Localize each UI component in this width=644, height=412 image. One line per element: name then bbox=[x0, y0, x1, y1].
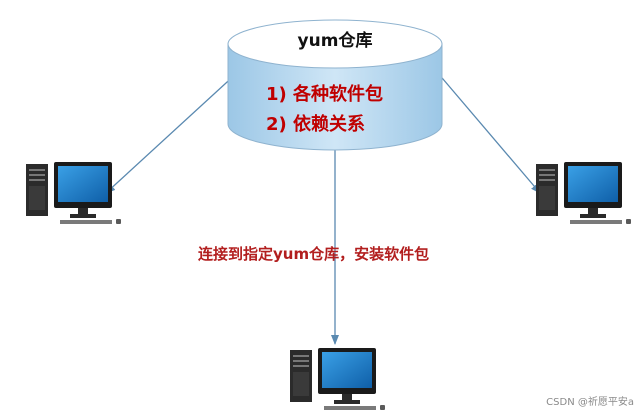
connection-label: 连接到指定yum仓库，安装软件包 bbox=[198, 245, 430, 263]
repository-item-packages: 1) 各种软件包 bbox=[266, 84, 384, 105]
repository-item-dependencies: 2) 依赖关系 bbox=[266, 114, 366, 135]
connection-arrows bbox=[105, 71, 541, 345]
computer-icon bbox=[290, 348, 385, 410]
watermark: CSDN @祈愿平安a bbox=[546, 397, 634, 408]
arrow-left bbox=[105, 71, 239, 194]
computer-icon bbox=[26, 162, 121, 224]
repository-title: yum仓库 bbox=[297, 31, 373, 51]
repository-cylinder bbox=[227, 19, 443, 151]
computer-icon bbox=[536, 162, 631, 224]
arrow-right bbox=[436, 71, 541, 194]
